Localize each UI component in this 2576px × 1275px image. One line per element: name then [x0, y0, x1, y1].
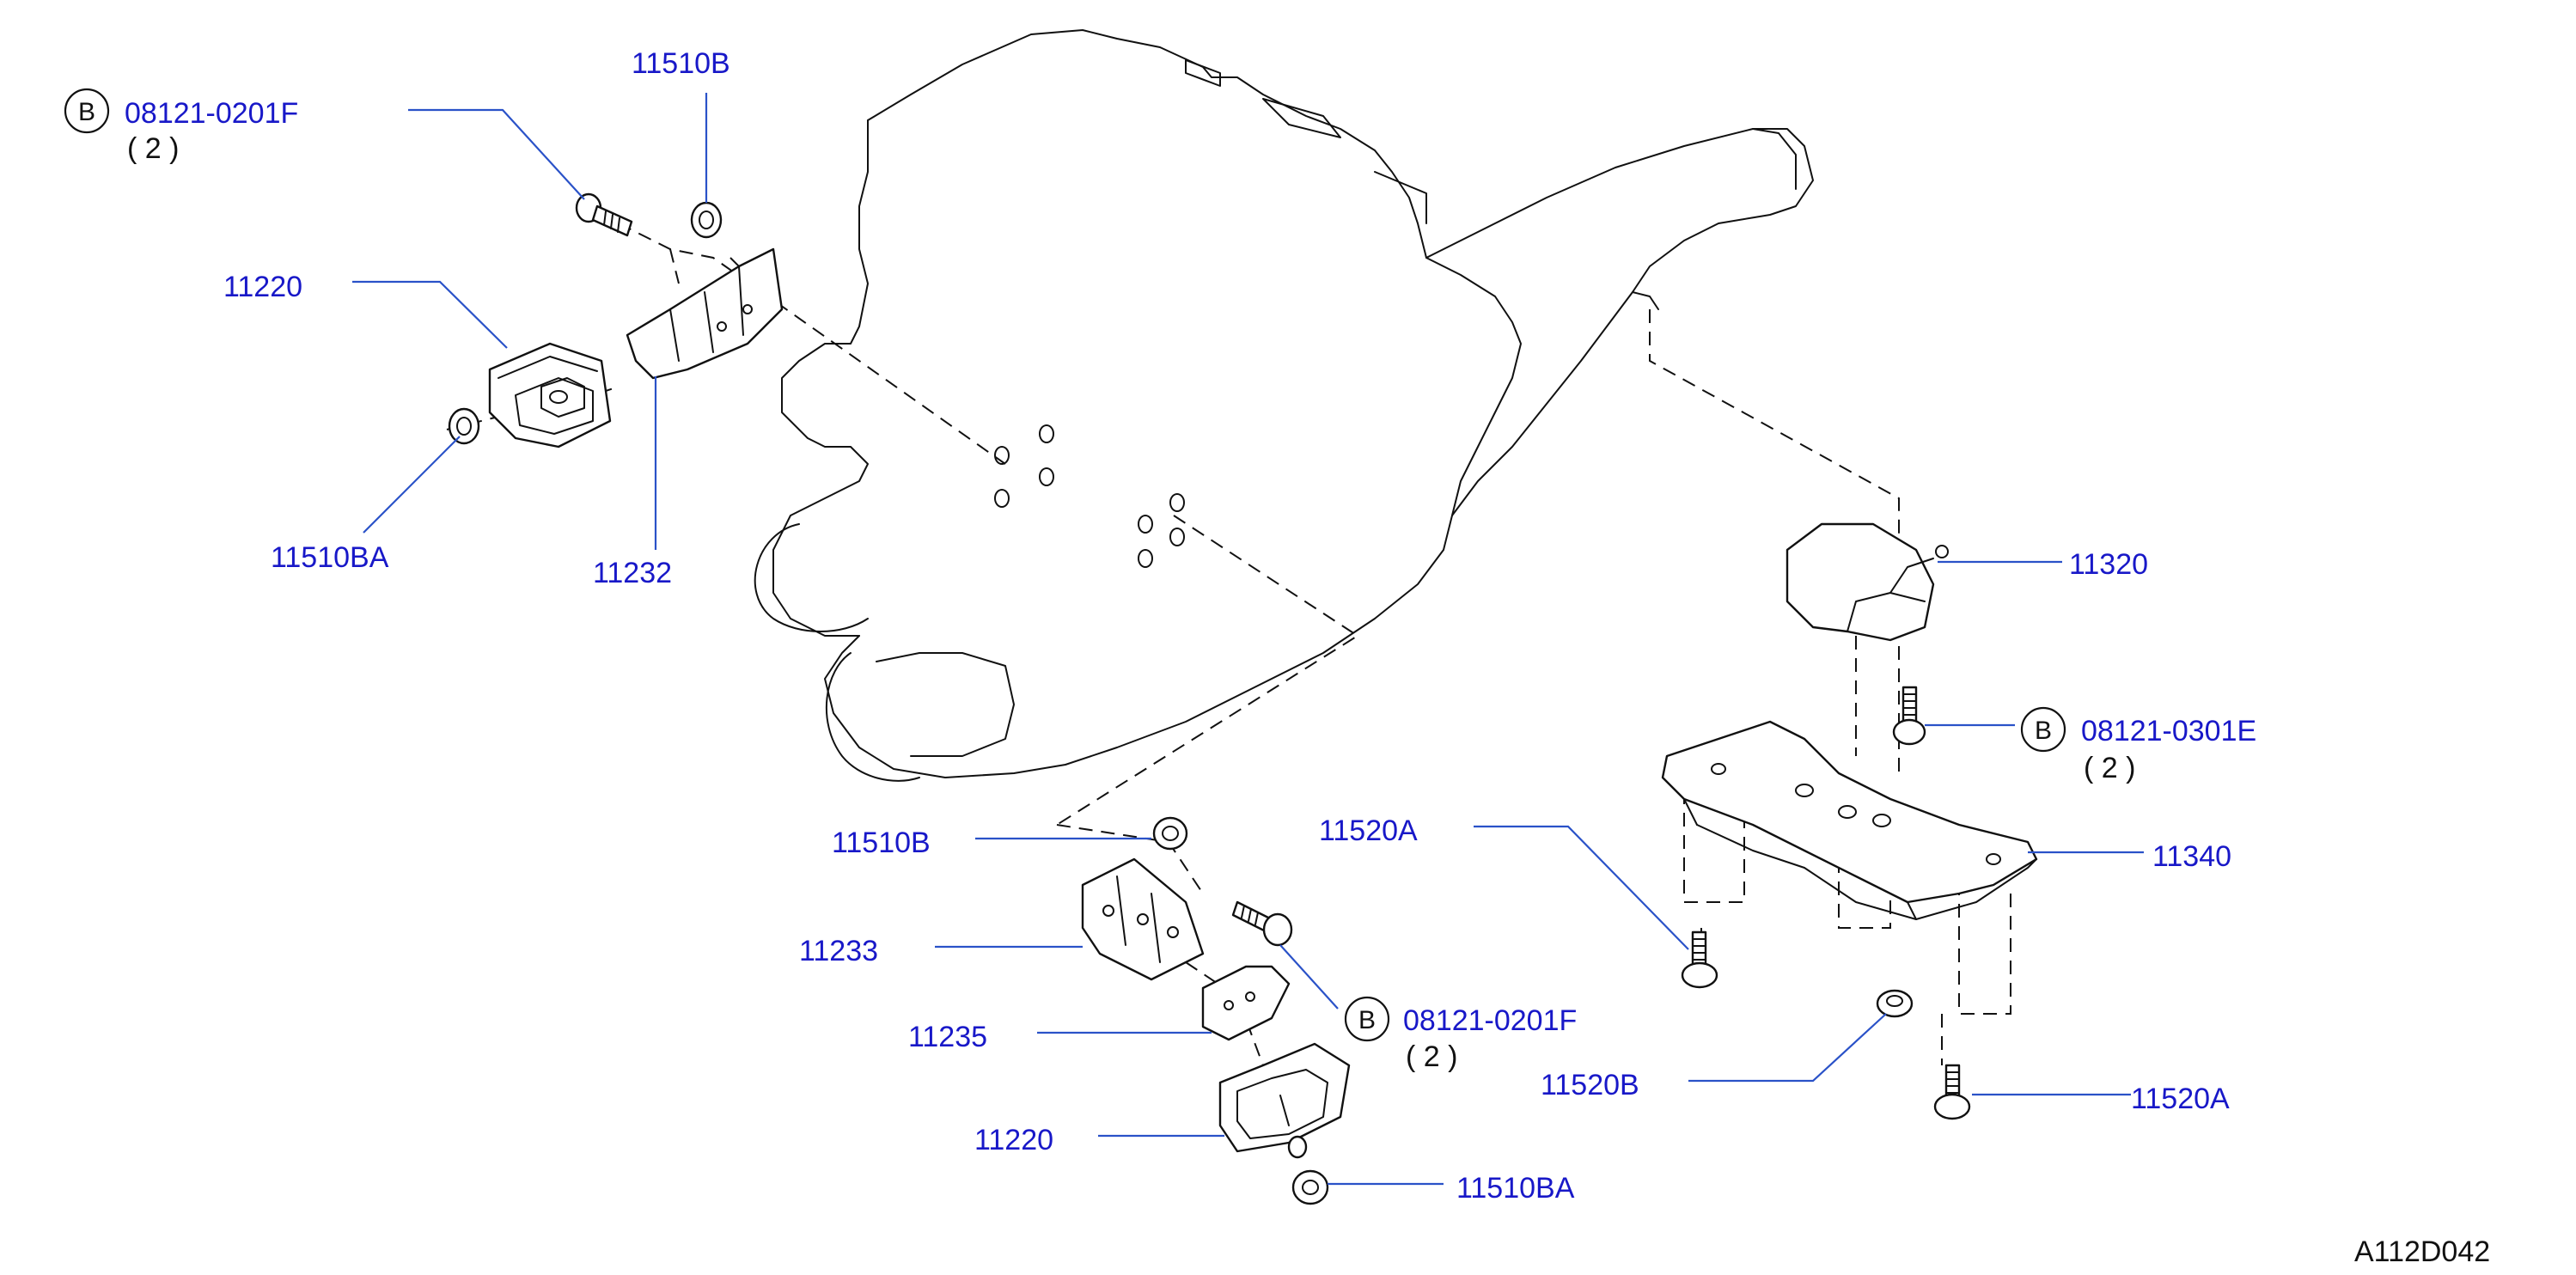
- label-nut-left: 11510BA: [271, 541, 389, 574]
- label-plate: 11235: [908, 1021, 987, 1053]
- label-insulator-left: 11220: [223, 271, 302, 303]
- label-group-bolt-mid: B 08121-0201F ( 2 ): [1344, 996, 1577, 1073]
- badge-rear: B: [2035, 717, 2052, 745]
- label-member-bolt-top: 11520A: [1319, 814, 1418, 847]
- label-bracket-right: 11233: [799, 935, 878, 967]
- leader-lines: [352, 93, 2144, 1186]
- top-left-bolt: [575, 192, 633, 237]
- label-group-bolt-rear: B 08121-0301E ( 2 ): [2020, 706, 2256, 784]
- crossmember: [1661, 720, 2038, 920]
- qty-bolt-rear: ( 2 ): [2084, 752, 2135, 784]
- rear-mount: [1785, 522, 1949, 642]
- crossmember-bolt-top: [1681, 930, 1718, 989]
- right-insulator: [1218, 1042, 1351, 1159]
- label-insulator-right: 11220: [974, 1124, 1053, 1156]
- label-bolt-mid: 08121-0201F: [1403, 1004, 1577, 1037]
- left-insulator: [488, 342, 612, 448]
- mid-nut: [1152, 816, 1188, 851]
- plate: [1201, 965, 1291, 1041]
- label-nut-bottom: 11510BA: [1456, 1172, 1575, 1205]
- left-bracket: [626, 247, 784, 380]
- crossmember-bolt-bottom: [1933, 1064, 1971, 1120]
- diagram-code: A112D042: [2354, 1235, 2490, 1268]
- circle-b-badge: [64, 88, 110, 134]
- label-bracket-left: 11232: [593, 557, 672, 589]
- label-nut-mid: 11510B: [832, 827, 931, 859]
- label-member-bolt-bottom: 11520A: [2131, 1083, 2230, 1115]
- label-bolt-top-left: 08121-0201F: [125, 97, 298, 130]
- label-bolt-rear: 08121-0301E: [2081, 715, 2256, 747]
- label-member: 11340: [2152, 840, 2231, 873]
- badge-mid: B: [1358, 1006, 1376, 1034]
- label-nut-top: 11510B: [632, 47, 730, 80]
- qty-bolt-top-left: ( 2 ): [127, 132, 179, 165]
- engine-transmission-outline: [754, 29, 1814, 782]
- circle-b-badge: [2020, 706, 2066, 753]
- badge-top-left: B: [78, 98, 95, 126]
- crossmember-nut: [1876, 989, 1914, 1018]
- mid-bolt: [1231, 900, 1293, 947]
- top-nut: [690, 201, 723, 239]
- label-group-bolt-top-left: B 08121-0201F ( 2 ): [64, 88, 298, 165]
- qty-bolt-mid: ( 2 ): [1406, 1040, 1457, 1073]
- label-member-nut: 11520B: [1541, 1069, 1639, 1101]
- rear-bolt: [1892, 686, 1926, 746]
- circle-b-badge: [1344, 996, 1390, 1042]
- left-nut: [448, 407, 480, 445]
- label-mount-rear: 11320: [2069, 548, 2148, 581]
- bottom-nut: [1291, 1169, 1329, 1205]
- right-bracket: [1081, 857, 1205, 981]
